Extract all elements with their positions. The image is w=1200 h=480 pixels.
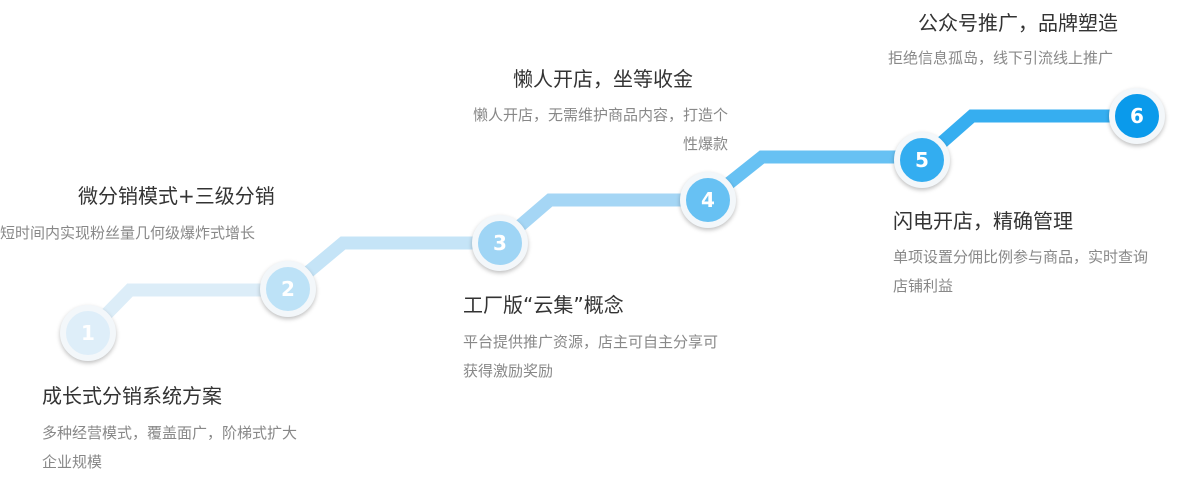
desc-line: 拒绝信息孤岛，线下引流线上推广 xyxy=(888,49,1114,67)
step-2-title: 微分销模式+三级分销 xyxy=(78,184,275,208)
desc-line: 获得激励奖励 xyxy=(463,362,554,380)
step-1-title: 成长式分销系统方案 xyxy=(42,384,222,408)
desc-line: 企业规模 xyxy=(42,453,103,471)
step-3-title: 工厂版“云集”概念 xyxy=(463,293,624,317)
step-4-title: 懒人开店，坐等收金 xyxy=(513,67,693,91)
step-2-circle: 2 xyxy=(260,261,316,317)
step-4-desc: 懒人开店，无需维护商品内容，打造个 性爆款 xyxy=(473,101,728,159)
step-1-circle: 1 xyxy=(60,305,116,361)
step-4-circle: 4 xyxy=(680,172,736,228)
step-6-circle: 6 xyxy=(1109,88,1165,144)
step-1-desc: 多种经营模式，覆盖面广，阶梯式扩大 企业规模 xyxy=(42,419,297,477)
desc-line: 单项设置分佣比例参与商品，实时查询 xyxy=(893,248,1149,266)
step-3-desc: 平台提供推广资源，店主可自主分享可 获得激励奖励 xyxy=(463,328,718,386)
desc-line: 店铺利益 xyxy=(893,277,954,295)
connector-4-5 xyxy=(703,150,922,206)
connector-2-3 xyxy=(283,236,500,294)
step-2-desc: 短时间内实现粉丝量几何级爆炸式增长 xyxy=(0,219,255,248)
connector-3-4 xyxy=(495,193,708,248)
desc-line: 懒人开店，无需维护商品内容，打造个 xyxy=(472,106,728,124)
step-5-desc: 单项设置分佣比例参与商品，实时查询 店铺利益 xyxy=(893,243,1148,301)
desc-line: 性爆款 xyxy=(682,135,728,153)
connector-5-6 xyxy=(917,109,1137,165)
desc-line: 短时间内实现粉丝量几何级爆炸式增长 xyxy=(0,224,256,242)
desc-line: 平台提供推广资源，店主可自主分享可 xyxy=(463,333,719,351)
step-6-desc: 拒绝信息孤岛，线下引流线上推广 xyxy=(888,44,1113,73)
step-6-title: 公众号推广，品牌塑造 xyxy=(918,11,1118,35)
step-3-circle: 3 xyxy=(472,215,528,271)
step-5-circle: 5 xyxy=(894,132,950,188)
step-5-title: 闪电开店，精确管理 xyxy=(893,209,1073,233)
desc-line: 多种经营模式，覆盖面广，阶梯式扩大 xyxy=(42,424,298,442)
connector-1-2 xyxy=(83,283,288,338)
